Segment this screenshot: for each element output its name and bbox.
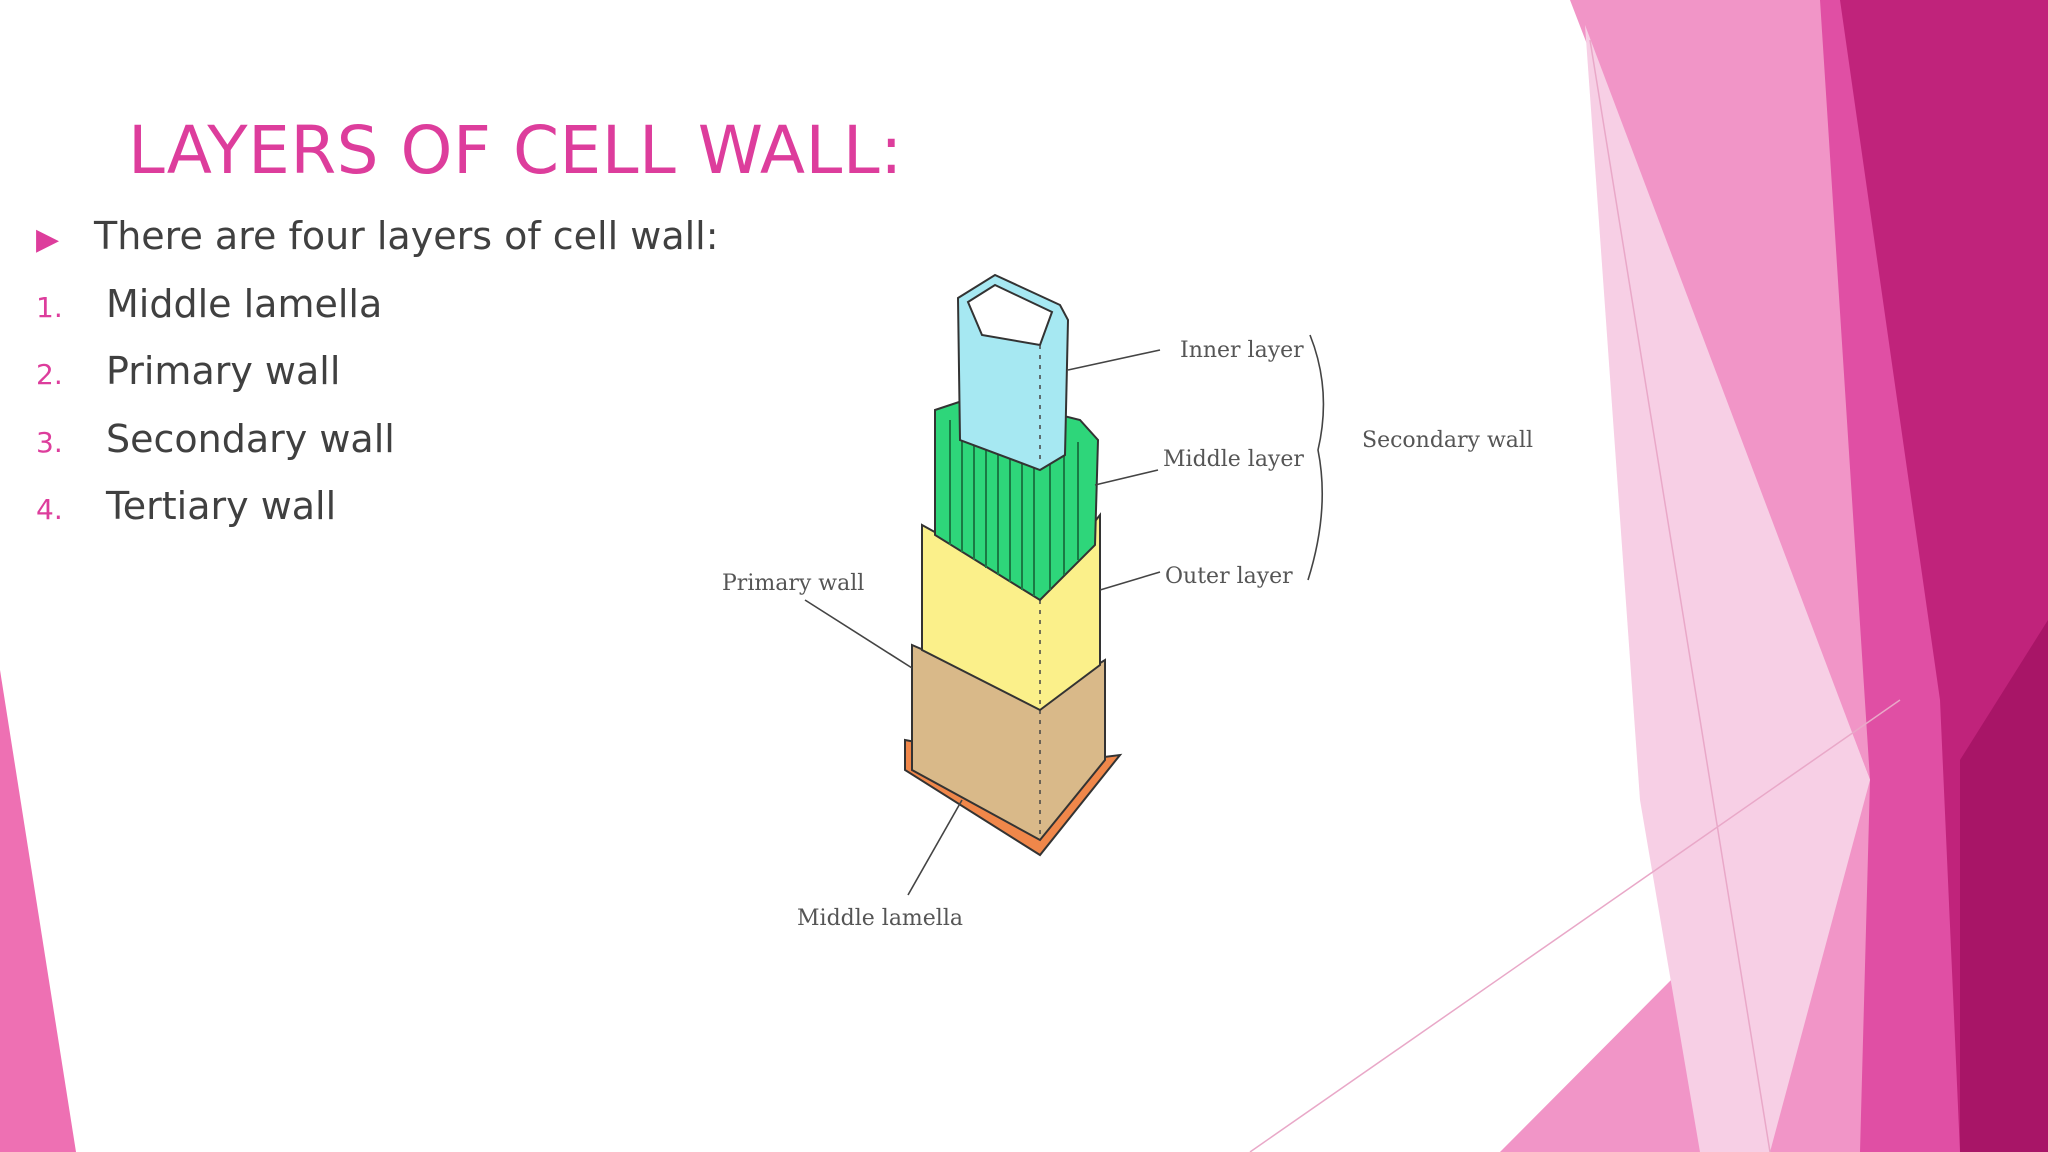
list-text: Primary wall (106, 349, 341, 393)
slide-title: LAYERS OF CELL WALL: (128, 112, 903, 189)
list-text: Middle lamella (106, 281, 383, 326)
cell-wall-diagram: Inner layer Middle layer Outer layer Sec… (722, 273, 1533, 931)
triangle-right-icon: ▶ (36, 222, 60, 257)
label-inner-layer: Inner layer (1180, 338, 1304, 363)
list-item: 1. Middle lamella (36, 282, 719, 350)
label-middle-lamella: Middle lamella (797, 906, 963, 931)
diagonal-line-2 (1249, 699, 1901, 1152)
intro-bullet: ▶ There are four layers of cell wall: (36, 214, 719, 282)
list-item: 3. Secondary wall (36, 417, 719, 485)
list-number: 4. (36, 493, 63, 526)
pointer-lines (804, 334, 1325, 896)
list-number: 2. (36, 358, 63, 391)
inner-layer-opening (966, 283, 1054, 347)
diagonal-line-1 (1589, 39, 1771, 1152)
label-outer-layer: Outer layer (1165, 564, 1293, 589)
intro-text: There are four layers of cell wall: (94, 214, 719, 258)
list-number: 1. (36, 290, 63, 324)
list-text: Secondary wall (106, 416, 395, 461)
list-text: Tertiary wall (106, 484, 337, 528)
right-panel-deep (1960, 620, 2048, 1152)
list-number: 3. (36, 425, 63, 459)
label-secondary-wall: Secondary wall (1362, 428, 1533, 453)
label-middle-layer: Middle layer (1163, 447, 1304, 472)
bullet-list: ▶ There are four layers of cell wall: 1.… (36, 214, 719, 552)
label-primary-wall: Primary wall (722, 571, 864, 596)
left-accent-shape (0, 670, 76, 1152)
list-item: 4. Tertiary wall (36, 484, 719, 552)
list-item: 2. Primary wall (36, 349, 719, 417)
